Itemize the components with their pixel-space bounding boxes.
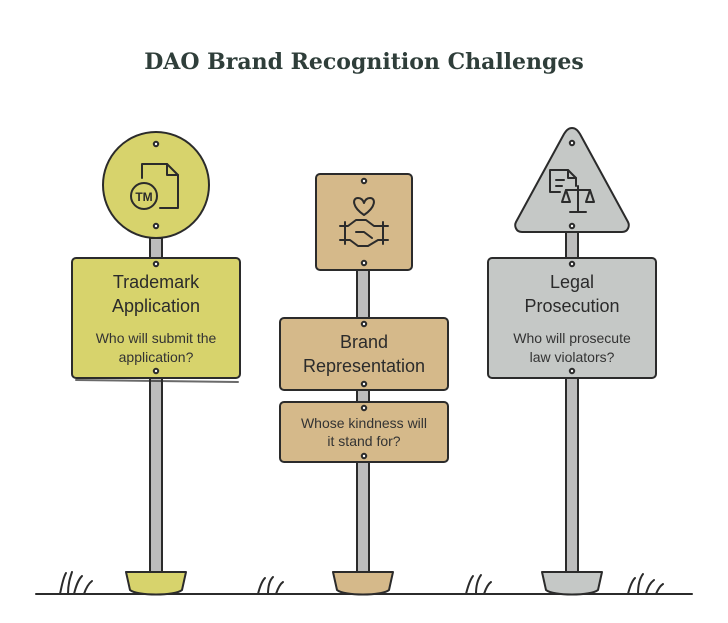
- brand-sign-board-upper: [279, 317, 449, 391]
- nail: [360, 380, 368, 388]
- pole-base: [332, 571, 394, 596]
- brand-signpost: Brand Representation Whose kindness will…: [279, 173, 449, 596]
- nail: [360, 320, 368, 328]
- sign-question-line: application?: [119, 349, 194, 365]
- sign-question-line: Who will submit the: [96, 330, 217, 346]
- nail: [360, 259, 368, 267]
- nail: [360, 452, 368, 460]
- round-sign-header: [102, 131, 210, 239]
- sign-title-line: Legal: [550, 272, 594, 292]
- square-sign-header: [315, 173, 413, 271]
- nail: [568, 139, 576, 147]
- pole-base: [541, 571, 603, 596]
- svg-text:TM: TM: [135, 190, 152, 204]
- sign-question-line: law violators?: [530, 349, 615, 365]
- legal-signpost: Legal Prosecution Who will prosecute law…: [487, 127, 657, 596]
- heart-handshake-icon: [339, 197, 389, 247]
- sign-title-line: Representation: [303, 356, 425, 376]
- legal-sign-board: [487, 257, 657, 379]
- triangle-sign-header: [514, 127, 630, 233]
- nail: [360, 177, 368, 185]
- diagram-title: DAO Brand Recognition Challenges: [144, 49, 584, 75]
- nail: [152, 222, 160, 230]
- trademark-signpost: TM Trademark Application Who will submit…: [71, 131, 241, 596]
- brand-sign-board-lower: [279, 401, 449, 463]
- sign-question-line: it stand for?: [327, 433, 400, 449]
- document-scales-icon: [549, 169, 595, 213]
- sign-question-line: Whose kindness will: [301, 415, 427, 431]
- nail: [568, 367, 576, 375]
- pole-base: [125, 571, 187, 596]
- nail: [568, 260, 576, 268]
- sign-question-line: Who will prosecute: [513, 330, 631, 346]
- trademark-sign-board: [71, 257, 241, 379]
- nail: [152, 260, 160, 268]
- sign-title-line: Prosecution: [524, 296, 619, 316]
- nail: [360, 404, 368, 412]
- sign-title-line: Trademark: [113, 272, 200, 292]
- sign-title-line: Brand: [340, 332, 388, 352]
- nail: [152, 140, 160, 148]
- trademark-document-icon: TM: [130, 163, 179, 210]
- sign-title-line: Application: [112, 296, 200, 316]
- nail: [568, 222, 576, 230]
- nail: [152, 367, 160, 375]
